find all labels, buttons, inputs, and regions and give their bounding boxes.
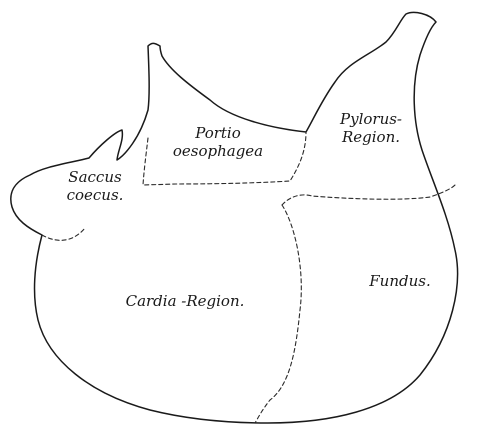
stomach-outline bbox=[11, 12, 458, 423]
saccus-boundary bbox=[42, 228, 85, 240]
label-pylorus-region: Pylorus- Region. bbox=[326, 110, 416, 146]
label-cardia-region: Cardia -Region. bbox=[100, 292, 270, 310]
label-saccus-coecus: Saccus coecus. bbox=[60, 168, 130, 204]
label-fundus: Fundus. bbox=[352, 272, 448, 290]
cardia-fundus-boundary bbox=[255, 205, 301, 423]
pylorus-boundary bbox=[282, 185, 455, 205]
label-portio-oesophagea: Portio oesophagea bbox=[168, 124, 268, 160]
